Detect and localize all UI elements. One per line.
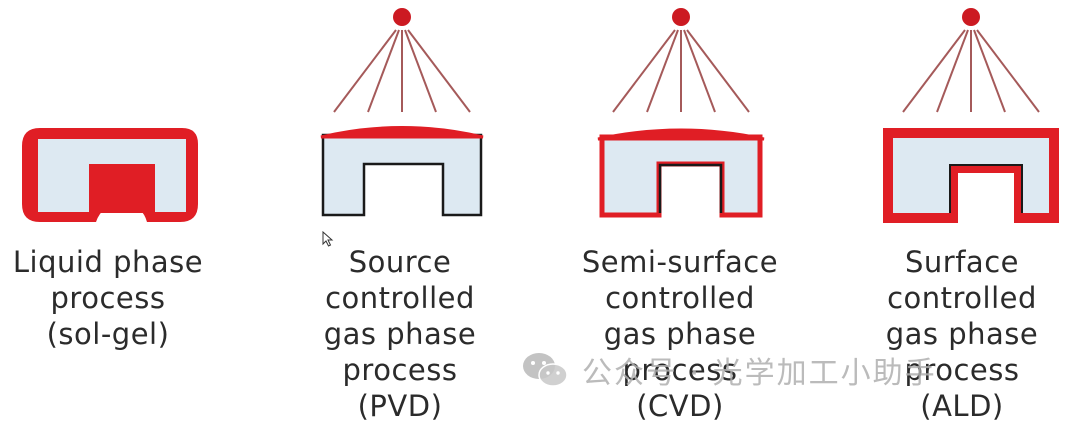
pvd-vapor-rays bbox=[333, 29, 471, 113]
caption-line: gas phase bbox=[323, 317, 477, 351]
caption-line: process bbox=[904, 353, 1020, 387]
caption-line: controlled bbox=[325, 281, 475, 315]
cvd-diagram bbox=[597, 8, 765, 218]
cvd-source-dot bbox=[672, 8, 690, 26]
caption-line: controlled bbox=[605, 281, 755, 315]
mouse-cursor-icon bbox=[322, 231, 334, 247]
pvd-substrate bbox=[321, 133, 483, 217]
pvd-source-dot bbox=[393, 8, 411, 26]
caption-line: process bbox=[622, 353, 738, 387]
sol-gel-substrate bbox=[38, 139, 186, 212]
caption-line: gas phase bbox=[603, 317, 757, 351]
pvd-diagram bbox=[320, 8, 484, 217]
cvd-vapor-rays bbox=[612, 29, 750, 113]
sol-gel-caption: Liquid phase process (sol-gel) bbox=[0, 244, 216, 352]
sol-gel-diagram bbox=[22, 128, 198, 222]
pvd-top-coating bbox=[320, 126, 484, 139]
ald-trench-outline bbox=[949, 164, 1023, 213]
ald-vapor-rays bbox=[902, 29, 1040, 113]
caption-line: process bbox=[50, 281, 166, 315]
caption-line: process bbox=[342, 353, 458, 387]
caption-line: (ALD) bbox=[920, 389, 1004, 423]
caption-line: (sol-gel) bbox=[46, 317, 170, 351]
caption-line: Source bbox=[348, 245, 452, 279]
cvd-top-coating bbox=[597, 128, 765, 141]
caption-line: Semi-surface bbox=[581, 245, 779, 279]
caption-line: (CVD) bbox=[636, 389, 724, 423]
cvd-trench-outline bbox=[658, 163, 723, 213]
ald-caption: Surface controlled gas phase process (AL… bbox=[862, 244, 1062, 424]
caption-line: (PVD) bbox=[357, 389, 443, 423]
caption-line: controlled bbox=[887, 281, 1037, 315]
ald-diagram bbox=[883, 8, 1059, 223]
caption-line: gas phase bbox=[885, 317, 1039, 351]
caption-line: Surface bbox=[905, 245, 1019, 279]
cvd-caption: Semi-surface controlled gas phase proces… bbox=[560, 244, 800, 424]
cvd-coated-substrate bbox=[599, 134, 763, 218]
ald-substrate bbox=[893, 138, 1049, 213]
pvd-caption: Source controlled gas phase process (PVD… bbox=[300, 244, 500, 424]
caption-line: Liquid phase bbox=[12, 245, 204, 279]
sol-gel-filled-trench bbox=[91, 166, 153, 213]
ald-source-dot bbox=[962, 8, 980, 26]
